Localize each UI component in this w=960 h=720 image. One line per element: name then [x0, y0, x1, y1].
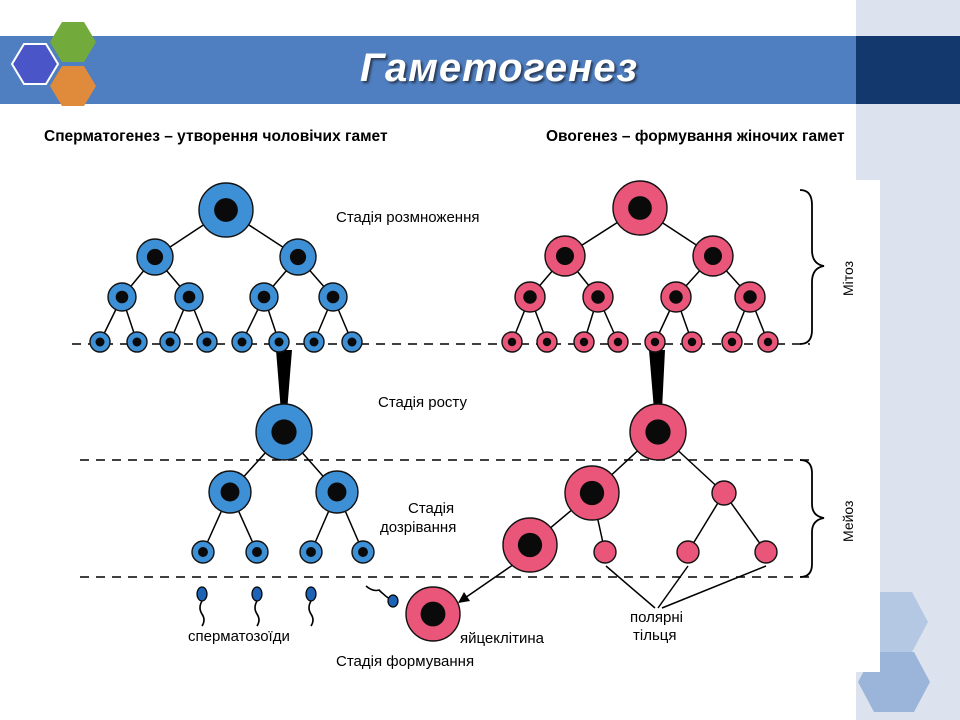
stage-growth-label: Стадія росту	[378, 394, 467, 411]
meiosis-label: Мейоз	[840, 501, 856, 542]
spermatid-cell	[191, 540, 215, 564]
oogonium-cell	[573, 331, 595, 353]
polar-body-cell	[593, 540, 617, 564]
spermatogonium-cell	[318, 282, 348, 312]
oogonium-cell	[501, 331, 523, 353]
oogonium-cell	[734, 281, 766, 313]
orange-hexagon	[50, 66, 96, 106]
polar-body-cell	[676, 540, 700, 564]
primary-oocyte-cell	[629, 403, 687, 461]
oogonium-cell	[514, 281, 546, 313]
spermatid-cell	[299, 540, 323, 564]
polar-body-cell	[711, 480, 737, 506]
spermatogonium-cell	[268, 331, 290, 353]
stage-formation-label: Стадія формування	[336, 653, 474, 670]
female-cells-layer	[405, 180, 779, 642]
spermatogonium-cell	[341, 331, 363, 353]
blue-hexagon	[10, 43, 60, 85]
egg-cell	[405, 586, 461, 642]
oogonium-cell	[692, 235, 734, 277]
diagram-labels: Стадія розмноження Стадія росту Стадія д…	[188, 209, 856, 670]
growth-wedges	[276, 350, 665, 412]
spermatid-cell	[245, 540, 269, 564]
spermatogonium-cell	[159, 331, 181, 353]
oogonium-cell	[536, 331, 558, 353]
secondary-oocyte-cell	[564, 465, 620, 521]
secondary-spermatocyte-cell	[315, 470, 359, 514]
title-band-accent	[856, 36, 960, 104]
spermatogonium-cell	[198, 182, 254, 238]
spermatogonium-cell	[174, 282, 204, 312]
mitosis-label: Мітоз	[840, 261, 856, 296]
spermatogonium-cell	[89, 331, 111, 353]
spermatozoa-label: сперматозоїди	[188, 628, 290, 645]
braces	[799, 189, 825, 578]
stage-reproduction-label: Стадія розмноження	[336, 209, 479, 226]
oogonium-cell	[757, 331, 779, 353]
oogonium-cell	[681, 331, 703, 353]
spermatogonium-cell	[136, 238, 174, 276]
hexagon-logo-icon	[10, 22, 96, 106]
slide-title: Гаметогенез	[360, 46, 638, 90]
oogonium-cell	[612, 180, 668, 236]
stage-maturation-label-2: дозрівання	[380, 519, 456, 536]
spermatogonium-cell	[249, 282, 279, 312]
green-hexagon	[50, 22, 96, 62]
oogonium-cell	[721, 331, 743, 353]
egg-arrowhead	[458, 592, 470, 603]
polar-body-cell	[754, 540, 778, 564]
polar-bodies-label-2: тільця	[633, 627, 676, 644]
spermatogonium-cell	[107, 282, 137, 312]
oogonium-cell	[582, 281, 614, 313]
male-cells-layer	[89, 182, 375, 564]
oogonium-cell	[660, 281, 692, 313]
ootid-cell	[502, 517, 558, 573]
stage-dividers	[72, 343, 810, 578]
spermatogonium-cell	[303, 331, 325, 353]
spermatogonium-cell	[231, 331, 253, 353]
spermatogonium-cell	[126, 331, 148, 353]
stage-maturation-label-1: Стадія	[408, 500, 454, 517]
primary-spermatocyte-cell	[255, 403, 313, 461]
secondary-spermatocyte-cell	[208, 470, 252, 514]
oogenesis-subtitle: Овогенез – формування жіночих гамет	[546, 128, 845, 145]
polar-bodies-label-1: полярні	[630, 609, 683, 626]
sperm-cells	[196, 585, 399, 627]
spermatogonium-cell	[279, 238, 317, 276]
spermatogenesis-subtitle: Сперматогенез – утворення чоловічих гаме…	[44, 128, 388, 145]
title-band	[0, 36, 856, 104]
spermatid-cell	[351, 540, 375, 564]
spermatogonium-cell	[196, 331, 218, 353]
oogonium-cell	[544, 235, 586, 277]
egg-label: яйцеклітина	[460, 630, 545, 647]
oogonium-cell	[607, 331, 629, 353]
oogonium-cell	[644, 331, 666, 353]
